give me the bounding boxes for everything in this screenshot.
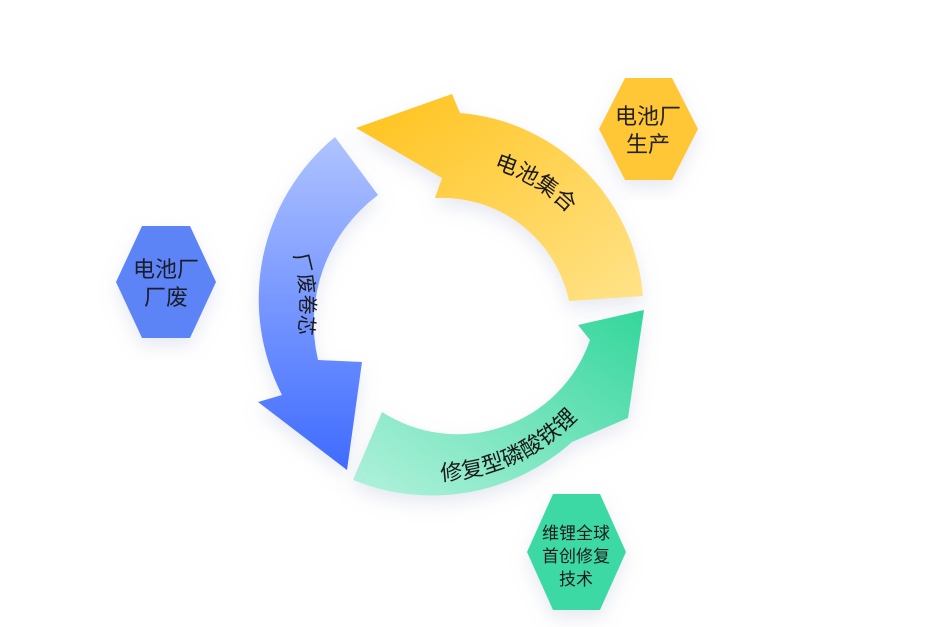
hexagon-tech-line-1: 维锂全球 [542,524,610,544]
yellow-arrow [356,94,643,301]
green-arrow [353,310,644,496]
hexagon-waste-line-1: 电池厂 [133,258,199,283]
hexagon-production-line-2: 生产 [626,133,670,158]
hexagon-waste: 电池厂 厂废 [116,226,216,338]
hexagon-tech-line-2: 首创修复 [542,547,610,567]
hexagon-tech: 维锂全球 首创修复 技术 [527,494,626,610]
blue-arrow [258,137,378,470]
hexagon-production: 电池厂 生产 [599,78,698,180]
hexagon-waste-line-2: 厂废 [144,286,188,311]
hexagon-tech-line-3: 技术 [559,570,593,590]
hexagon-production-line-1: 电池厂 [615,105,681,130]
